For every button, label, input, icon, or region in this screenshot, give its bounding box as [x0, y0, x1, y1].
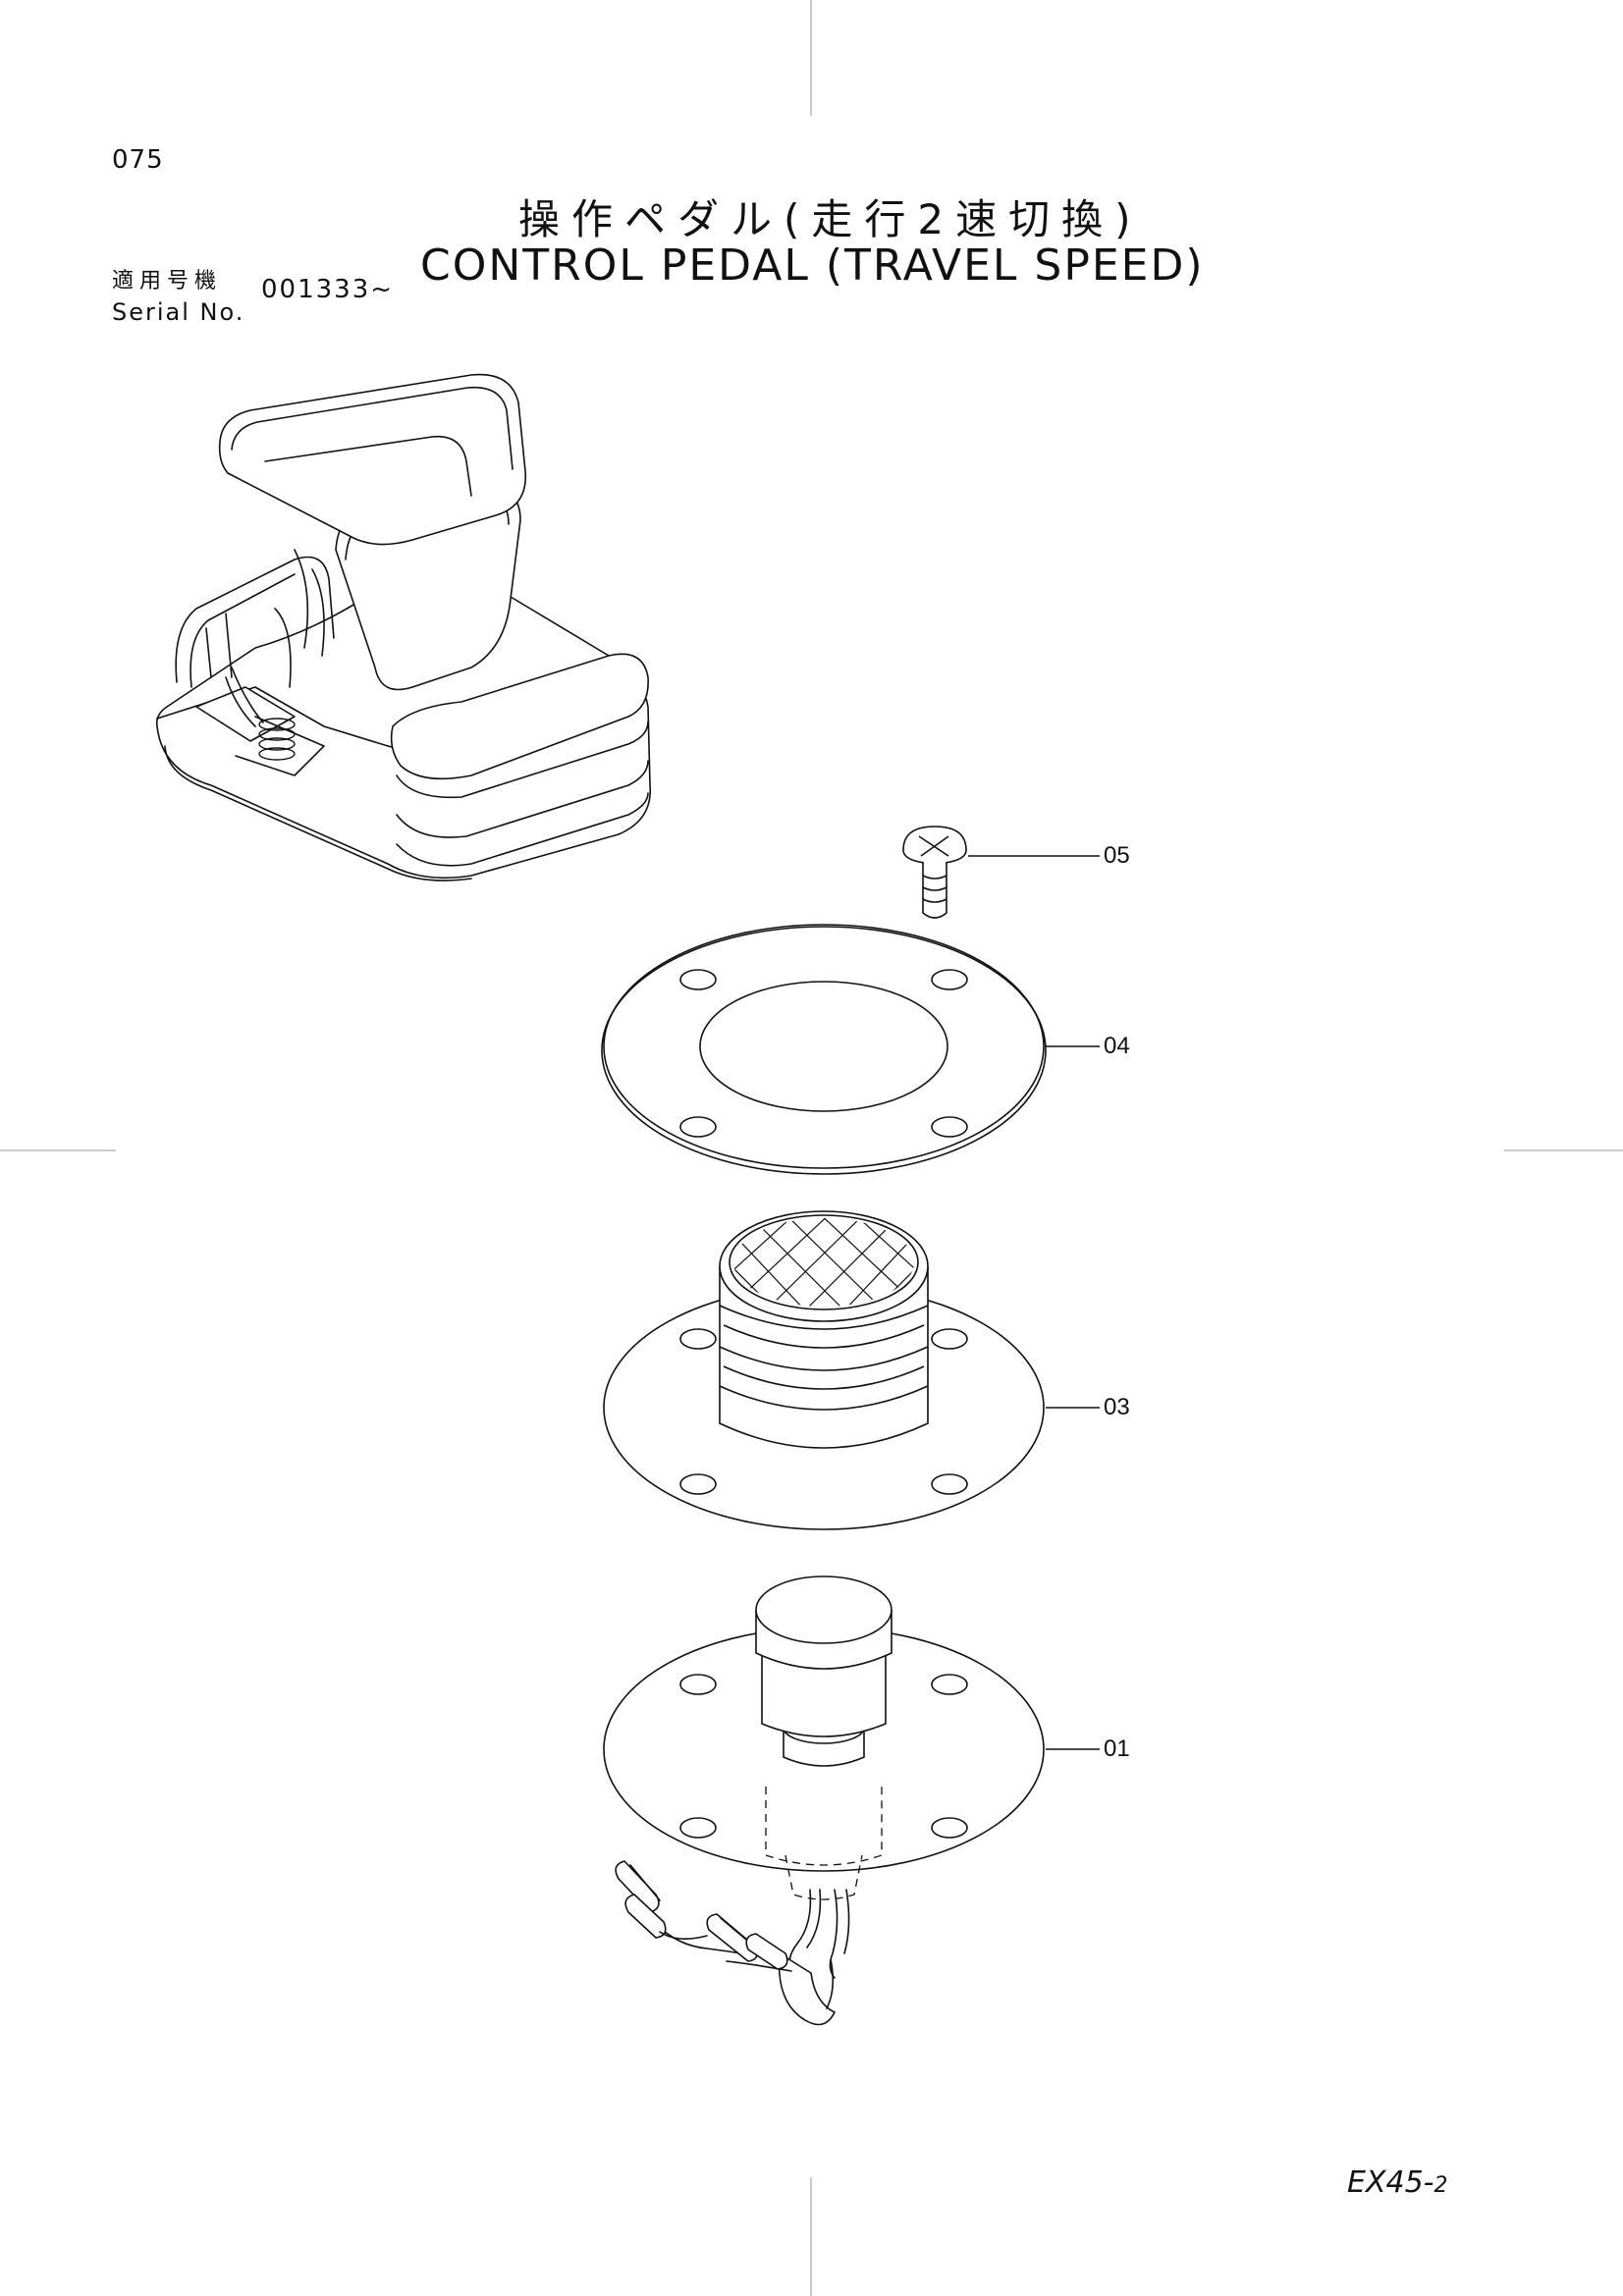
model-code-suffix: 2: [1434, 2173, 1448, 2198]
page-title-japanese: 操作ペダル(走行2速切換): [518, 195, 1143, 243]
part-01-switch: [604, 1576, 1044, 1871]
seat-inset-illustration: [157, 375, 651, 881]
page-title-english: CONTROL PEDAL (TRAVEL SPEED): [420, 240, 1205, 291]
callout-label-04: 04: [1104, 1033, 1130, 1059]
model-code: EX45-2: [1347, 2165, 1448, 2200]
switch-hidden-lines: [766, 1787, 882, 1899]
callout-label-03: 03: [1104, 1394, 1130, 1420]
switch-wire-harness: [616, 1861, 848, 2025]
part-05-screw: [903, 827, 966, 918]
part-03-pedal-pad: [604, 1211, 1044, 1529]
page-number: 075: [112, 145, 164, 175]
callout-label-05: 05: [1104, 842, 1130, 869]
serial-number: 001333~: [261, 275, 395, 304]
serial-label-japanese: 適用号機: [112, 269, 223, 294]
callout-label-01: 01: [1104, 1735, 1130, 1762]
model-code-main: EX45-: [1347, 2165, 1434, 2200]
serial-label-english: Serial No.: [112, 298, 245, 326]
part-04-gasket: [602, 925, 1046, 1174]
pedal-pad-tread: [733, 1218, 914, 1307]
